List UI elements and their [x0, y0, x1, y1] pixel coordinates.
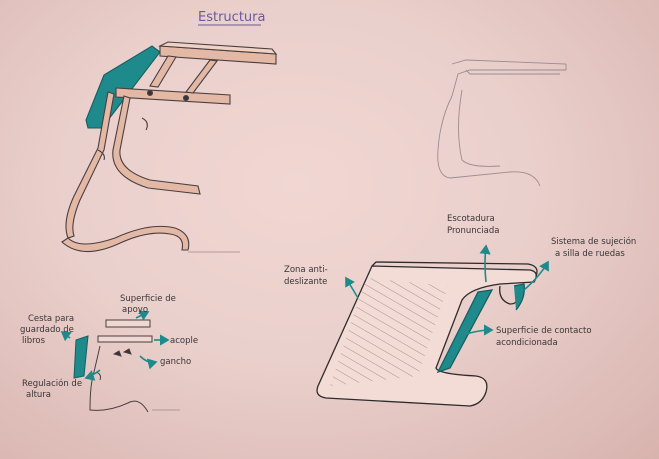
mini-leg — [89, 345, 149, 413]
label-cesta-2: guardado de — [20, 325, 74, 335]
arrow-sistema — [523, 260, 549, 291]
connector-left — [149, 55, 177, 88]
label-regulacion-1: Regulación de — [22, 378, 82, 389]
arrow-zona — [345, 276, 359, 299]
desk-drawing — [316, 261, 538, 407]
label-cesta-1: Cesta para — [28, 314, 74, 324]
coupling-bar — [97, 335, 153, 343]
label-regulacion-2: altura — [26, 390, 51, 400]
label-superficie-1: Superficie de — [120, 294, 176, 304]
label-zona-1: Zona anti- — [284, 265, 328, 275]
connector-right — [185, 59, 218, 94]
label-contacto-1: Superficie de contacto — [496, 326, 592, 336]
hook — [141, 117, 148, 131]
arrow-cesta — [60, 331, 72, 342]
structure-sketch — [61, 41, 278, 253]
label-escotadura-2: Pronunciada — [447, 226, 500, 236]
faint-sketch — [437, 59, 567, 187]
arrow-escotadura — [479, 244, 491, 283]
label-escotadura-1: Escotadura — [447, 214, 495, 224]
desk-top-edge — [371, 261, 538, 277]
label-sistema-2: a silla de ruedas — [555, 249, 625, 259]
base-foot — [61, 225, 190, 253]
arrow-regulacion — [84, 369, 101, 381]
hook-right — [122, 348, 132, 355]
label-zona-2: deslizante — [284, 277, 327, 287]
arrow-gancho — [139, 355, 158, 370]
component-sketch — [73, 319, 180, 413]
clamp-right — [513, 283, 525, 311]
label-superficie-2: apoyo — [122, 305, 148, 315]
top-rail-back-top — [157, 41, 278, 55]
book-basket — [73, 335, 89, 379]
page-title: Estructura — [198, 10, 265, 25]
label-gancho: gancho — [160, 357, 191, 367]
label-acople: acople — [170, 336, 198, 346]
bolt-left — [146, 89, 154, 97]
rear-leg — [112, 95, 201, 195]
front-leg — [65, 91, 115, 239]
anti-slip-zone — [330, 278, 448, 386]
bolt-right — [182, 94, 190, 102]
arrow-superficie — [135, 310, 150, 321]
label-cesta-3: libros — [22, 336, 46, 346]
annotation-arrows — [60, 244, 549, 381]
label-contacto-2: acondicionada — [496, 338, 558, 348]
collar — [97, 149, 105, 161]
top-rail-front — [115, 87, 231, 105]
contact-surface — [436, 289, 494, 374]
arrow-contacto — [455, 324, 494, 339]
hook-left — [112, 350, 122, 357]
label-sistema-1: Sistema de sujeción — [551, 236, 636, 247]
support-surface — [105, 319, 151, 328]
